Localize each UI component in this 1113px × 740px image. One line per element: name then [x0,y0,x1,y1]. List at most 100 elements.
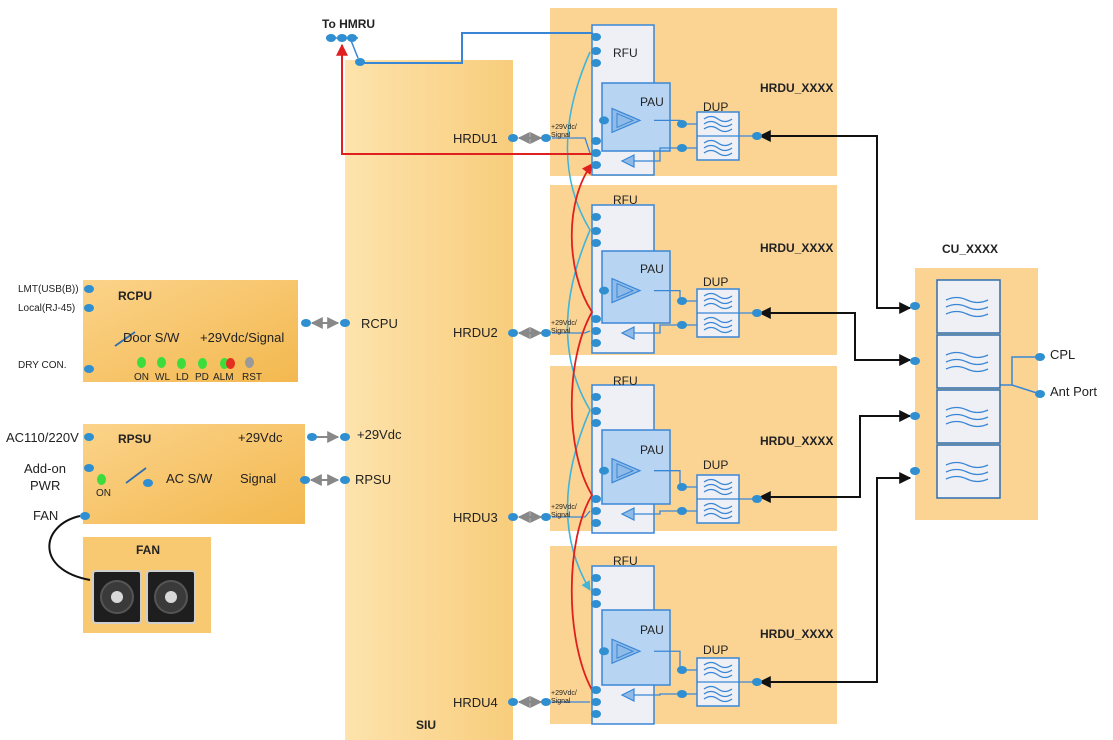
siu-rcpu-node [340,319,350,327]
hrdu-module-1-dup: DUP [703,100,729,114]
hrdu-signal-1-node [541,134,551,142]
hrdu-module-4-dup: DUP [703,643,729,657]
fan-2 [146,570,196,624]
hrdu-module-1-dup-wave-bot-0 [703,139,733,147]
rcpu-led-pd [198,358,207,369]
rcpu-dry-node [84,365,94,373]
rpsu-signal-label: Signal [240,471,277,486]
hrdu-module-2-dup-wave-bot-2 [703,326,733,334]
rcpu-panel [83,280,298,382]
hrdu-module-1-pau: PAU [640,95,664,109]
hrdu-module-3-rfu: RFU [613,374,638,388]
rcpu-led-wl [157,357,166,368]
cu-title: CU_XXXX [942,242,999,256]
rpsu-addon-label-2: PWR [30,478,61,493]
hrdu-module-3-tx-wire [654,470,697,488]
cu-filter-3-wave-3 [945,420,989,428]
cpl-node [1035,353,1045,361]
hrdu-module-3-dup: DUP [703,458,729,472]
hrdu-internal-blocks [591,24,740,725]
hrdu-module-1-name: HRDU_XXXX [760,81,834,95]
hrdu-module-3-name: HRDU_XXXX [760,434,834,448]
hrdu-module-1-rfu-node-5 [591,161,601,169]
rcpu-door-sw-label: Door S/W [123,330,180,345]
rcpu-title: RCPU [118,289,153,303]
hrdu-module-3-dup-wave-top-0 [703,478,733,486]
hrdu-module-2-rfu: RFU [613,193,638,207]
hrdu-module-2-rfu-node-0 [591,213,601,221]
hrdu-module-2-dup-wave-top-1 [703,297,733,305]
hrdu-module-4-dup-wave-bot-1 [703,690,733,698]
hrdu-module-3-dup-in-node-2 [677,507,687,515]
hrdu-module-1-dup-wave-bot-2 [703,149,733,157]
hrdu-module-3-rfu-node-5 [591,519,601,527]
hrdu-module-1-dup-in-node-1 [677,120,687,128]
hrdu-module-2-dup-out-node [752,309,762,317]
cu-cpl-label: CPL [1050,347,1076,362]
cyan-chain-wire [566,51,591,591]
rcpu-lmt-node [84,285,94,293]
signal-label-1: +29Vdc/Signal [551,124,577,139]
hrdu-module-4-amp-inner-icon [616,643,635,660]
hrdu-module-2-amp-inner-icon [616,282,635,299]
hrdu-module-3-dup-out-node [752,495,762,503]
hrdu-module-3-pau-in-node [599,466,609,475]
hrdu-module-4-pau: PAU [640,623,664,637]
cu-filter-2-node [910,357,920,365]
hrdu-module-1-rfu-node-1 [591,47,601,55]
hrdu-module-2-rfu-node-2 [591,239,601,247]
cpl-wire [1000,356,1040,386]
rcpu-door-switch [114,331,136,347]
rcpu-led-on [137,357,146,368]
hrdu-module-4-rfu-node-1 [591,588,601,596]
hrdu-module-4-dup-out-node [752,678,762,686]
rpsu-ac-switch [125,467,147,484]
cu-filter-2-wave-2 [945,358,989,366]
rcpu-dry-label: DRY CON. [18,360,67,371]
hrdu-module-3-dup-wave-bot-2 [703,512,733,520]
hrdu-signal-3-node [541,513,551,521]
hrdu-module-4-tx-wire [654,650,697,671]
rcpu-led-label-alm: ALM [213,372,234,383]
hrdu-module-2-dup-wave-bot-1 [703,321,733,329]
hrdu-module-3-rfu-node-0 [591,393,601,401]
rcpu-led-alm-green [220,358,229,369]
hrdu-signal-4-node [541,698,551,706]
hrdu-module-1-amp-inner-icon [616,112,635,129]
connection-nodes [80,33,1045,718]
hrdu-port-4-node [508,698,518,706]
rpsu-led-on [97,474,106,485]
hrdu-module-1-dup-out-node [752,132,762,140]
hrdu-module-4-rfu-node-0 [591,574,601,582]
hrdu-port-1: HRDU1 [453,131,498,146]
rpsu-switch-node [143,479,153,487]
cu-filter-3-wave-1 [945,406,989,414]
ant-port-node [1035,390,1045,398]
rpsu-ac-node [84,433,94,441]
hrdu-module-4-rfu: RFU [613,554,638,568]
hrdu-module-1-rfu-node-0 [591,33,601,41]
hmru-node-4 [355,58,365,66]
hrdu-module-2-pau-in-node [599,286,609,295]
hrdu-module-2-name: HRDU_XXXX [760,241,834,255]
signal-label-2: +29Vdc/Signal [551,320,577,335]
rcpu-led-label-ld: LD [176,372,189,383]
red-hmru-wire [336,43,596,155]
hrdu-module-2-dup-wave-top-2 [703,302,733,310]
hrdu-module-4-pau-in-node [599,647,609,656]
rpsu-on-label: ON [96,488,111,499]
rcpu-local-label: Local(RJ-45) [18,303,76,314]
cu-link-2 [758,307,912,366]
cu-filter-1-wave-1 [945,296,989,304]
hrdu-module-2-pau: PAU [640,262,664,276]
rcpu-local-node [84,304,94,312]
hrdu-module-2-dup-wave-bot-0 [703,316,733,324]
siu-29vdc-node [340,433,350,441]
hrdu-module-3-rfu-node-1 [591,407,601,415]
hrdu-module-4-dup-wave-top-1 [703,666,733,674]
hrdu-port-3: HRDU3 [453,510,498,525]
signal-label-4: +29Vdc/Signal [551,690,577,705]
hrdu-module-1-dup-wave-top-0 [703,115,733,123]
signal-label-3: +29Vdc/Signal [551,504,577,519]
cu-filter-4-wave-2 [945,468,989,476]
